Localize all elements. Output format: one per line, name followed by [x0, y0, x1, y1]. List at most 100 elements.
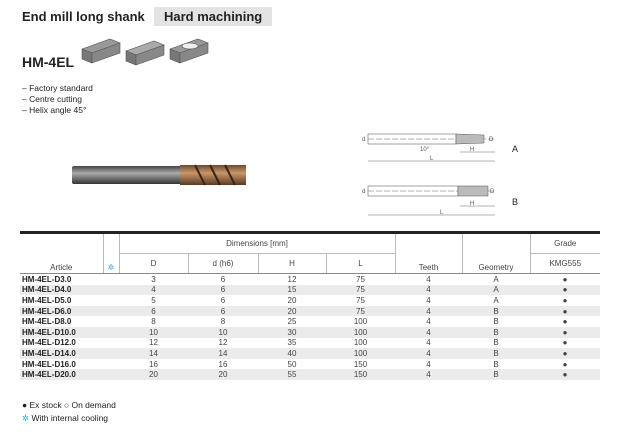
- article-cell: HM-4EL-D5.0: [22, 295, 72, 305]
- grade-cell: ●: [562, 317, 568, 327]
- product-table: Article ✲ Dimensions [mm] Teeth Geometry…: [20, 231, 600, 380]
- cooling-legend: With internal cooling: [31, 413, 109, 423]
- d-cell: 6: [220, 285, 226, 295]
- H-cell: 30: [287, 327, 297, 337]
- L-cell: 100: [353, 317, 368, 327]
- model-name: HM-4EL: [22, 54, 75, 70]
- teeth-cell: 4: [426, 370, 431, 380]
- svg-text:d: d: [362, 189, 365, 195]
- article-cell: HM-4EL-D8.0: [22, 317, 72, 327]
- D-cell: 16: [149, 359, 158, 369]
- cooling-cell: [103, 295, 119, 306]
- d-cell: 6: [220, 295, 226, 305]
- d-cell: 8: [220, 317, 226, 327]
- feature-item: – Factory standard: [22, 83, 93, 93]
- d-cell: 6: [220, 306, 226, 316]
- cooling-cell: [103, 306, 119, 317]
- geometry-cell: B: [493, 306, 499, 316]
- H-cell: 50: [287, 359, 297, 369]
- end-mill-photo: [70, 162, 250, 193]
- cooling-cell: [103, 316, 119, 327]
- grade-cell: ●: [562, 274, 568, 284]
- svg-text:L: L: [430, 156, 434, 162]
- grade-cell: ●: [562, 370, 568, 380]
- teeth-cell: 4: [426, 295, 431, 305]
- svg-text:H: H: [470, 201, 474, 207]
- cooling-cell: [103, 285, 119, 296]
- H-cell: 20: [287, 306, 297, 316]
- geometry-cell: A: [493, 274, 499, 284]
- L-cell: 100: [353, 327, 368, 337]
- D-cell: 8: [151, 317, 156, 327]
- table-row: HM-4EL-D8.0 8 8 25 100 4 B ●: [20, 316, 600, 327]
- variant-b-label: B: [512, 197, 519, 207]
- article-cell: HM-4EL-D16.0: [22, 359, 76, 369]
- d-cell: 10: [218, 327, 228, 337]
- H-cell: 20: [287, 295, 297, 305]
- variant-a-label: A: [512, 144, 519, 154]
- grade-cell: ●: [562, 285, 568, 295]
- geometry-cell: B: [493, 359, 499, 369]
- D-cell: 12: [149, 338, 158, 348]
- L-cell: 75: [356, 274, 365, 284]
- article-cell: HM-4EL-D3.0: [22, 274, 72, 284]
- grade-cell: ●: [562, 327, 568, 337]
- D-cell: 6: [151, 306, 156, 316]
- L-cell: 150: [353, 370, 368, 380]
- workpiece-icons: [80, 33, 240, 74]
- D-cell: 4: [151, 285, 156, 295]
- header-H: H: [257, 253, 326, 274]
- D-cell: 5: [151, 295, 156, 305]
- header-grade-name: KMG555: [529, 253, 600, 274]
- L-cell: 100: [353, 338, 368, 348]
- grade-cell: ●: [562, 295, 568, 305]
- cooling-cell: [103, 274, 119, 285]
- header-teeth: Teeth: [394, 231, 462, 274]
- geometry-cell: A: [493, 295, 499, 305]
- svg-text:D: D: [490, 189, 495, 195]
- teeth-cell: 4: [426, 306, 431, 316]
- header-geometry: Geometry: [461, 231, 530, 274]
- d-cell: 20: [218, 370, 228, 380]
- D-cell: 14: [149, 348, 158, 358]
- L-cell: 150: [353, 359, 368, 369]
- cooling-cell: [103, 359, 119, 370]
- svg-text:D: D: [489, 137, 494, 143]
- grade-cell: ●: [562, 338, 568, 348]
- geometry-cell: B: [493, 327, 499, 337]
- teeth-cell: 4: [426, 359, 431, 369]
- L-cell: 75: [356, 295, 365, 305]
- feature-item: – Helix angle 45°: [22, 105, 87, 115]
- H-cell: 25: [287, 317, 297, 327]
- teeth-cell: 4: [426, 285, 431, 295]
- header-d: d (h6): [187, 253, 258, 274]
- cooling-cell: [103, 348, 119, 359]
- article-cell: HM-4EL-D20.0: [22, 370, 76, 380]
- grade-cell: ●: [562, 359, 568, 369]
- d-cell: 16: [218, 359, 228, 369]
- cooling-cell: [103, 369, 119, 380]
- svg-text:H: H: [470, 147, 474, 153]
- teeth-cell: 4: [426, 338, 431, 348]
- H-cell: 40: [287, 348, 297, 358]
- geometry-cell: B: [493, 317, 499, 327]
- article-cell: HM-4EL-D12.0: [22, 338, 76, 348]
- grade-cell: ●: [562, 348, 568, 358]
- geometry-cell: B: [493, 370, 499, 380]
- svg-text:d: d: [362, 137, 365, 143]
- H-cell: 55: [287, 370, 297, 380]
- header-article: Article: [20, 231, 103, 274]
- table-row: HM-4EL-D5.0 5 6 20 75 4 A ●: [20, 295, 600, 306]
- stock-legend: ● Ex stock ○ On demand: [22, 400, 116, 410]
- H-cell: 15: [287, 285, 297, 295]
- feature-item: – Centre cutting: [22, 94, 83, 104]
- geometry-cell: B: [493, 338, 499, 348]
- table-row: HM-4EL-D16.0 16 16 50 150 4 B ●: [20, 359, 600, 370]
- grade-cell: ●: [562, 306, 568, 316]
- teeth-cell: 4: [426, 317, 431, 327]
